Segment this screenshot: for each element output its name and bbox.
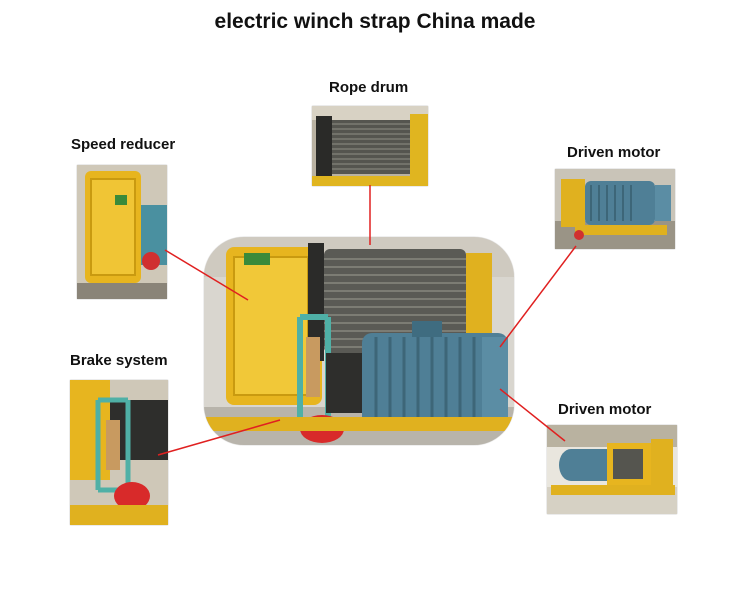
speed-reducer-photo [77, 165, 167, 299]
driven-motor-top-photo [555, 169, 675, 249]
driven-motor-bottom-photo [547, 425, 677, 514]
label-driven-motor-bottom: Driven motor [558, 401, 652, 418]
label-brake-system: Brake system [70, 352, 168, 369]
diagram-title: electric winch strap China made [214, 10, 536, 33]
rope-drum-photo [312, 106, 428, 186]
label-speed-reducer: Speed reducer [71, 136, 176, 153]
label-driven-motor-top: Driven motor [567, 144, 661, 161]
label-rope-drum: Rope drum [329, 79, 409, 96]
brake-system-photo [70, 380, 168, 525]
main-winch-photo [204, 237, 514, 445]
